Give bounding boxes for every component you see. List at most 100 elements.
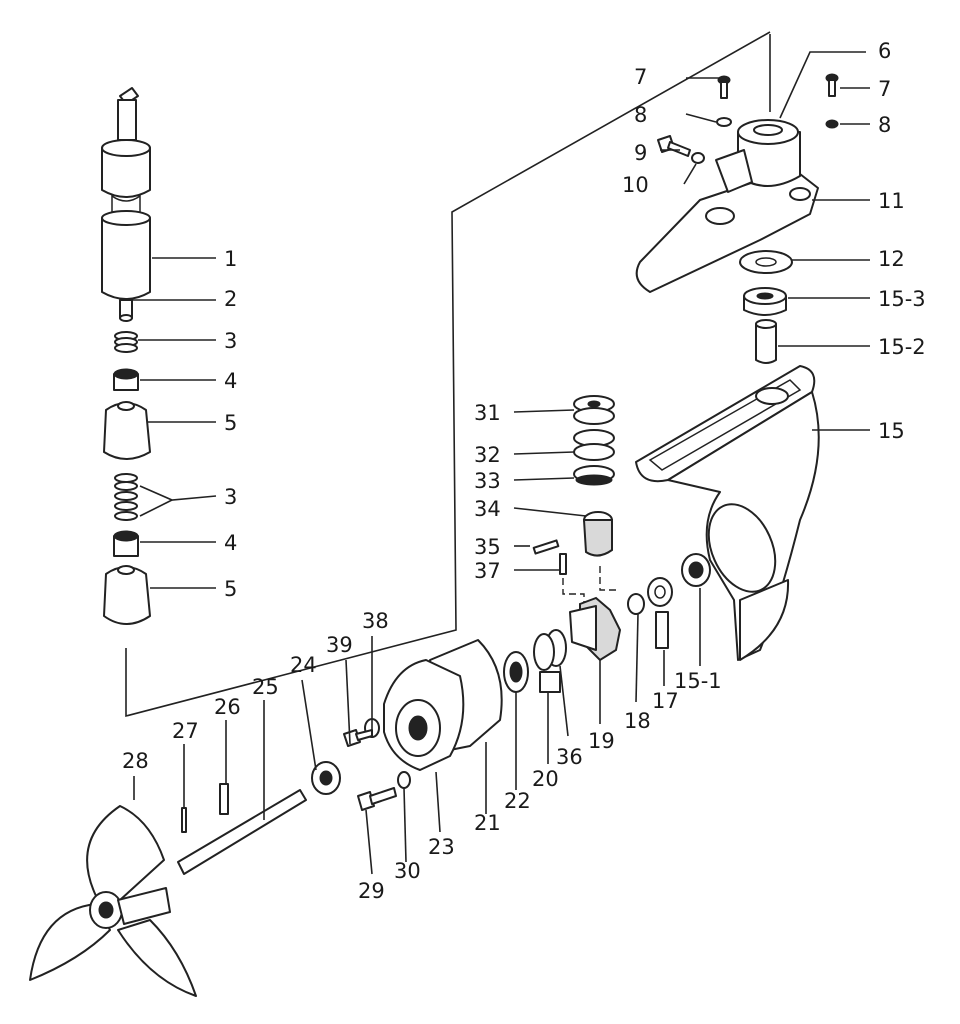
callout-4b: 4 — [224, 531, 237, 555]
bolt-39 — [343, 729, 373, 747]
collar-upper-top — [113, 368, 139, 380]
pinion-gear-34 — [582, 511, 613, 557]
washer-8a — [716, 117, 732, 127]
bracket-hole-2 — [789, 187, 811, 201]
leader-lines — [132, 34, 870, 875]
callout-11: 11 — [878, 189, 905, 213]
callout-15: 15 — [878, 419, 905, 443]
pin-35 — [532, 539, 560, 555]
callout-34: 34 — [474, 497, 501, 521]
callout-20: 20 — [532, 767, 559, 791]
propeller-assembly — [29, 761, 411, 997]
shear-pin-26 — [219, 783, 229, 815]
clamp-lug — [715, 149, 753, 193]
bolt-9 — [657, 135, 691, 157]
callout-3a: 3 — [224, 329, 237, 353]
washer-30 — [397, 771, 411, 789]
callout-32: 32 — [474, 443, 501, 467]
callout-15-2: 15-2 — [878, 335, 926, 359]
callout-22: 22 — [504, 789, 531, 813]
callout-19: 19 — [588, 729, 615, 753]
ring-18 — [627, 593, 645, 615]
tower-ring-bore — [753, 124, 783, 136]
callout-12: 12 — [878, 247, 905, 271]
callout-7b: 7 — [878, 77, 891, 101]
callout-38: 38 — [362, 609, 389, 633]
collar-lower-top — [113, 530, 139, 542]
callout-31: 31 — [474, 401, 501, 425]
bushing-upper — [103, 402, 151, 460]
callout-28: 28 — [122, 749, 149, 773]
key-17 — [655, 611, 669, 649]
callout-30: 30 — [394, 859, 421, 883]
shaft-neck — [117, 99, 137, 141]
bearing-33 — [573, 465, 615, 486]
bushing-upper-bore — [117, 401, 135, 411]
callout-2: 2 — [224, 287, 237, 311]
washer-10 — [691, 152, 705, 164]
callout-15-1: 15-1 — [674, 669, 722, 693]
callout-3b: 3 — [224, 485, 237, 509]
callout-7a: 7 — [634, 65, 647, 89]
callout-36: 36 — [556, 745, 583, 769]
callout-9: 9 — [634, 141, 647, 165]
callout-25: 25 — [252, 675, 279, 699]
bolt-29 — [357, 787, 397, 811]
housing-bore — [755, 387, 789, 405]
propeller-blade-left — [29, 903, 111, 981]
washer-8b — [825, 119, 839, 129]
housing-gear-opening — [707, 503, 777, 593]
propeller-shaft-gear-train — [503, 553, 711, 693]
bushing-lower — [103, 566, 151, 625]
callout-5a: 5 — [224, 411, 237, 435]
spring-upper — [114, 331, 138, 353]
callout-10: 10 — [622, 173, 649, 197]
callout-5b: 5 — [224, 577, 237, 601]
drive-shaft-top — [101, 210, 151, 226]
screw-7b — [825, 73, 839, 97]
callout-18: 18 — [624, 709, 651, 733]
shim-32 — [573, 429, 615, 461]
callout-35: 35 — [474, 535, 501, 559]
callout-27: 27 — [172, 719, 199, 743]
callout-8a: 8 — [634, 103, 647, 127]
shaft-pin-tip — [119, 314, 133, 322]
propeller-shaft-25 — [177, 789, 307, 875]
sleeve-15-2 — [755, 323, 777, 364]
pinion-gear-stack — [532, 395, 618, 610]
callout-37: 37 — [474, 559, 501, 583]
upper-sleeve-top — [101, 139, 151, 157]
callout-labels: 1 2 3 4 5 3 4 5 6 7 7 8 8 9 10 11 12 15-… — [122, 39, 926, 903]
drive-shaft-assembly — [101, 87, 151, 625]
pin-37 — [559, 553, 567, 575]
callout-17: 17 — [652, 689, 679, 713]
clutch-36 — [533, 629, 567, 671]
callout-39: 39 — [326, 633, 353, 657]
washer-17 — [647, 577, 673, 607]
callout-1: 1 — [224, 247, 237, 271]
propeller-blade-bottom — [117, 919, 197, 997]
callout-24: 24 — [290, 653, 317, 677]
gear-case-housing — [635, 365, 820, 661]
propeller-hub-sleeve — [117, 887, 171, 925]
callout-6: 6 — [878, 39, 891, 63]
pinion-guide — [599, 566, 618, 591]
propeller-blade-top — [86, 805, 165, 901]
clamp-bracket-assembly — [635, 73, 839, 364]
callout-8b: 8 — [878, 113, 891, 137]
housing-skeg — [739, 579, 790, 661]
screw-7a — [717, 75, 731, 99]
callout-29: 29 — [358, 879, 385, 903]
washer-31 — [573, 395, 615, 425]
spring-lower — [114, 473, 138, 521]
cotter-pin-27 — [181, 807, 187, 833]
bearing-housing — [343, 639, 503, 771]
callout-23: 23 — [428, 835, 455, 859]
callout-33: 33 — [474, 469, 501, 493]
washer-12 — [739, 250, 793, 274]
assembly-boundary-line — [125, 31, 771, 718]
callout-15-3: 15-3 — [878, 287, 926, 311]
dog-clutch-20 — [539, 671, 561, 693]
callout-26: 26 — [214, 695, 241, 719]
